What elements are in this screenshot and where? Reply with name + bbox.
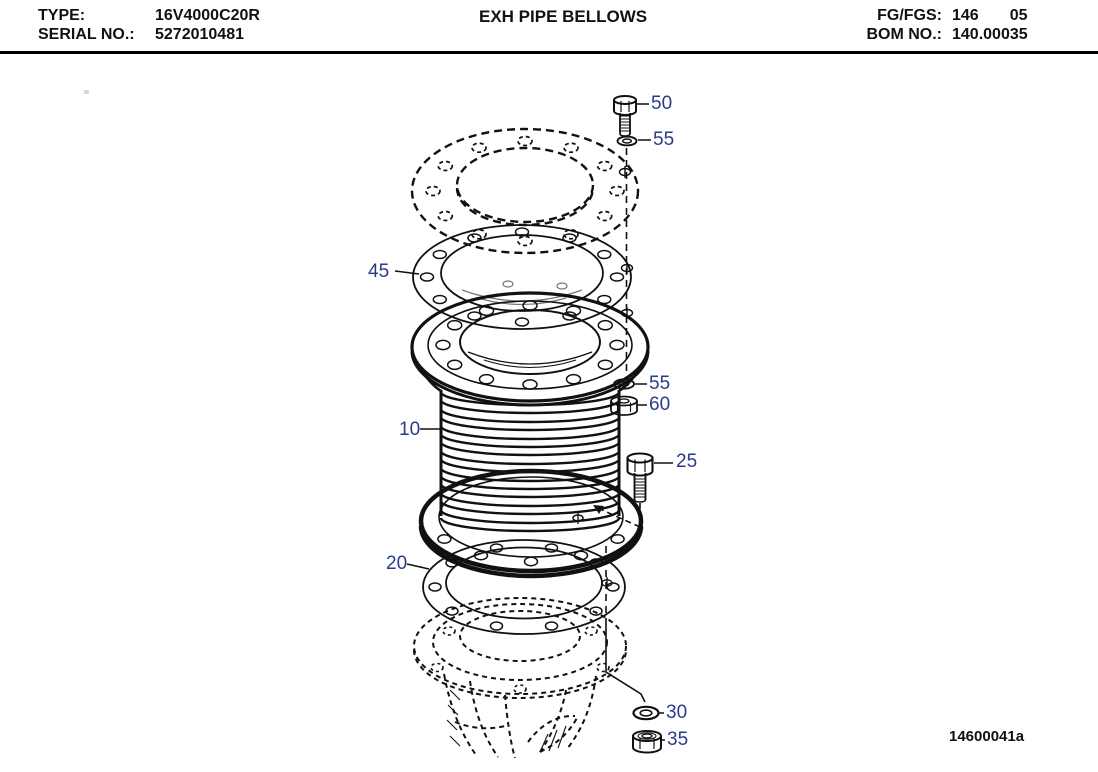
page-header: TYPE: 16V4000C20R SERIAL NO.: 5272010481… [0,0,1098,52]
bom-row: BOM NO.: 140.00035 [860,25,1028,44]
callout-30: 30 [666,702,688,723]
hex-nut-60 [610,395,638,416]
callout-55-mid: 55 [649,373,671,394]
scan-artifact [84,90,89,94]
serial-label: SERIAL NO.: [38,26,135,43]
serial-value: 5272010481 [155,26,244,43]
washer-30 [632,705,660,721]
hex-bolt-50 [613,95,637,137]
gasket-20 [422,539,626,635]
callout-35: 35 [667,729,689,750]
header-divider [0,51,1098,54]
type-label: TYPE: [38,7,86,24]
callout-55-top: 55 [653,129,675,150]
hex-bolt-25 [626,452,654,503]
callout-50: 50 [651,93,673,114]
callout-25: 25 [676,451,698,472]
assembly-center-lines [593,148,646,703]
top-flange-hidden-part [410,127,640,255]
header-left-block: TYPE: 16V4000C20R SERIAL NO.: 5272010481 [38,6,260,44]
gasket-45 [412,224,632,330]
fg-label: FG/FGS: [877,7,942,24]
hex-nut-35 [632,730,662,754]
bom-value: 140.00035 [952,26,1028,43]
exhaust-elbow-hidden-part [413,597,627,759]
fg-row: FG/FGS: 146 05 [860,6,1028,25]
washer-55-mid [613,378,635,390]
page-title: EXH PIPE BELLOWS [479,7,648,26]
callout-10: 10 [399,419,421,440]
callout-60: 60 [649,394,671,415]
drawing-number: 14600041a [949,728,1025,745]
fgs-value: 05 [1009,7,1028,24]
callout-leader-lines [394,103,673,741]
callout-20: 20 [386,553,408,574]
header-right-block: FG/FGS: 146 05 BOM NO.: 140.00035 [860,6,1028,44]
bom-label: BOM NO.: [866,26,942,43]
callout-45: 45 [368,261,390,282]
serial-row: SERIAL NO.: 5272010481 [38,25,260,44]
bellows-10 [410,291,650,579]
fg-value: 146 [952,7,979,24]
washer-55-top [616,135,638,147]
type-row: TYPE: 16V4000C20R [38,6,260,25]
type-value: 16V4000C20R [155,7,260,24]
